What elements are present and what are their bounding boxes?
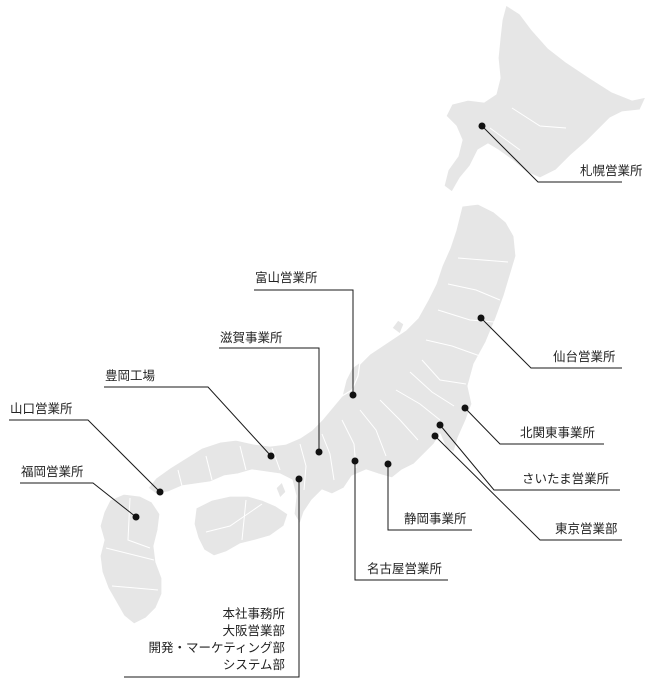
- label-saitama: さいたま営業所: [522, 471, 610, 486]
- label-shiga: 滋賀事業所: [220, 330, 283, 345]
- dot-kitakanto: [461, 404, 469, 412]
- leader-nagoya: [354, 461, 448, 581]
- hq-line-1: 本社事務所: [222, 606, 285, 621]
- hq-line-4: システム部: [222, 657, 285, 672]
- label-fukuoka: 福岡営業所: [21, 464, 84, 479]
- dot-nagoya: [351, 457, 359, 465]
- hq-line-3: 開発・マーケティング部: [148, 640, 285, 655]
- leader-toyooka: [104, 386, 272, 457]
- label-yamaguchi: 山口営業所: [10, 401, 73, 416]
- leader-yamaguchi: [9, 419, 161, 493]
- dot-sendai: [477, 314, 485, 322]
- hokkaido-island: [443, 4, 647, 193]
- dot-shiga: [315, 448, 323, 456]
- hq-line-2: 大阪営業部: [222, 623, 285, 638]
- dot-hq: [295, 475, 303, 483]
- label-toyooka: 豊岡工場: [105, 368, 156, 383]
- dot-tokyo: [431, 432, 439, 440]
- leader-kitakanto: [464, 407, 604, 445]
- leader-tokyo: [434, 435, 622, 541]
- leader-hq: [124, 479, 300, 678]
- leader-sendai: [480, 317, 622, 369]
- office-dots: [132, 122, 486, 521]
- label-sapporo: 札幌営業所: [580, 163, 643, 178]
- label-headquarters: 本社事務所 大阪営業部 開発・マーケティング部 システム部: [148, 605, 285, 673]
- prefecture-borders: [105, 107, 567, 591]
- dot-fukuoka: [132, 513, 140, 521]
- dot-sapporo: [478, 122, 486, 130]
- label-shizuoka: 静岡事業所: [404, 511, 467, 526]
- label-sendai: 仙台営業所: [553, 349, 616, 364]
- label-tokyo: 東京営業部: [555, 521, 618, 536]
- leader-lines: [9, 125, 622, 678]
- dot-shizuoka: [384, 460, 392, 468]
- kyushu-island: [99, 493, 163, 625]
- honshu-island: [147, 203, 517, 525]
- noto-peninsula: [341, 361, 361, 397]
- dot-toyooka: [267, 452, 275, 460]
- leader-toyama: [254, 289, 354, 395]
- label-toyama: 富山営業所: [255, 270, 318, 285]
- leader-sapporo: [481, 125, 622, 183]
- shikoku-island: [193, 495, 289, 557]
- leader-saitama: [439, 424, 620, 491]
- awaji-island: [275, 481, 287, 499]
- leader-shizuoka: [387, 464, 472, 531]
- leader-shiga: [219, 347, 320, 452]
- leader-fukuoka: [20, 482, 137, 518]
- dot-yamaguchi: [156, 488, 164, 496]
- dot-saitama: [436, 421, 444, 429]
- label-kitakanto: 北関東事業所: [520, 425, 596, 440]
- dot-toyama: [349, 391, 357, 399]
- label-nagoya: 名古屋営業所: [367, 561, 443, 576]
- sado-island: [391, 319, 405, 335]
